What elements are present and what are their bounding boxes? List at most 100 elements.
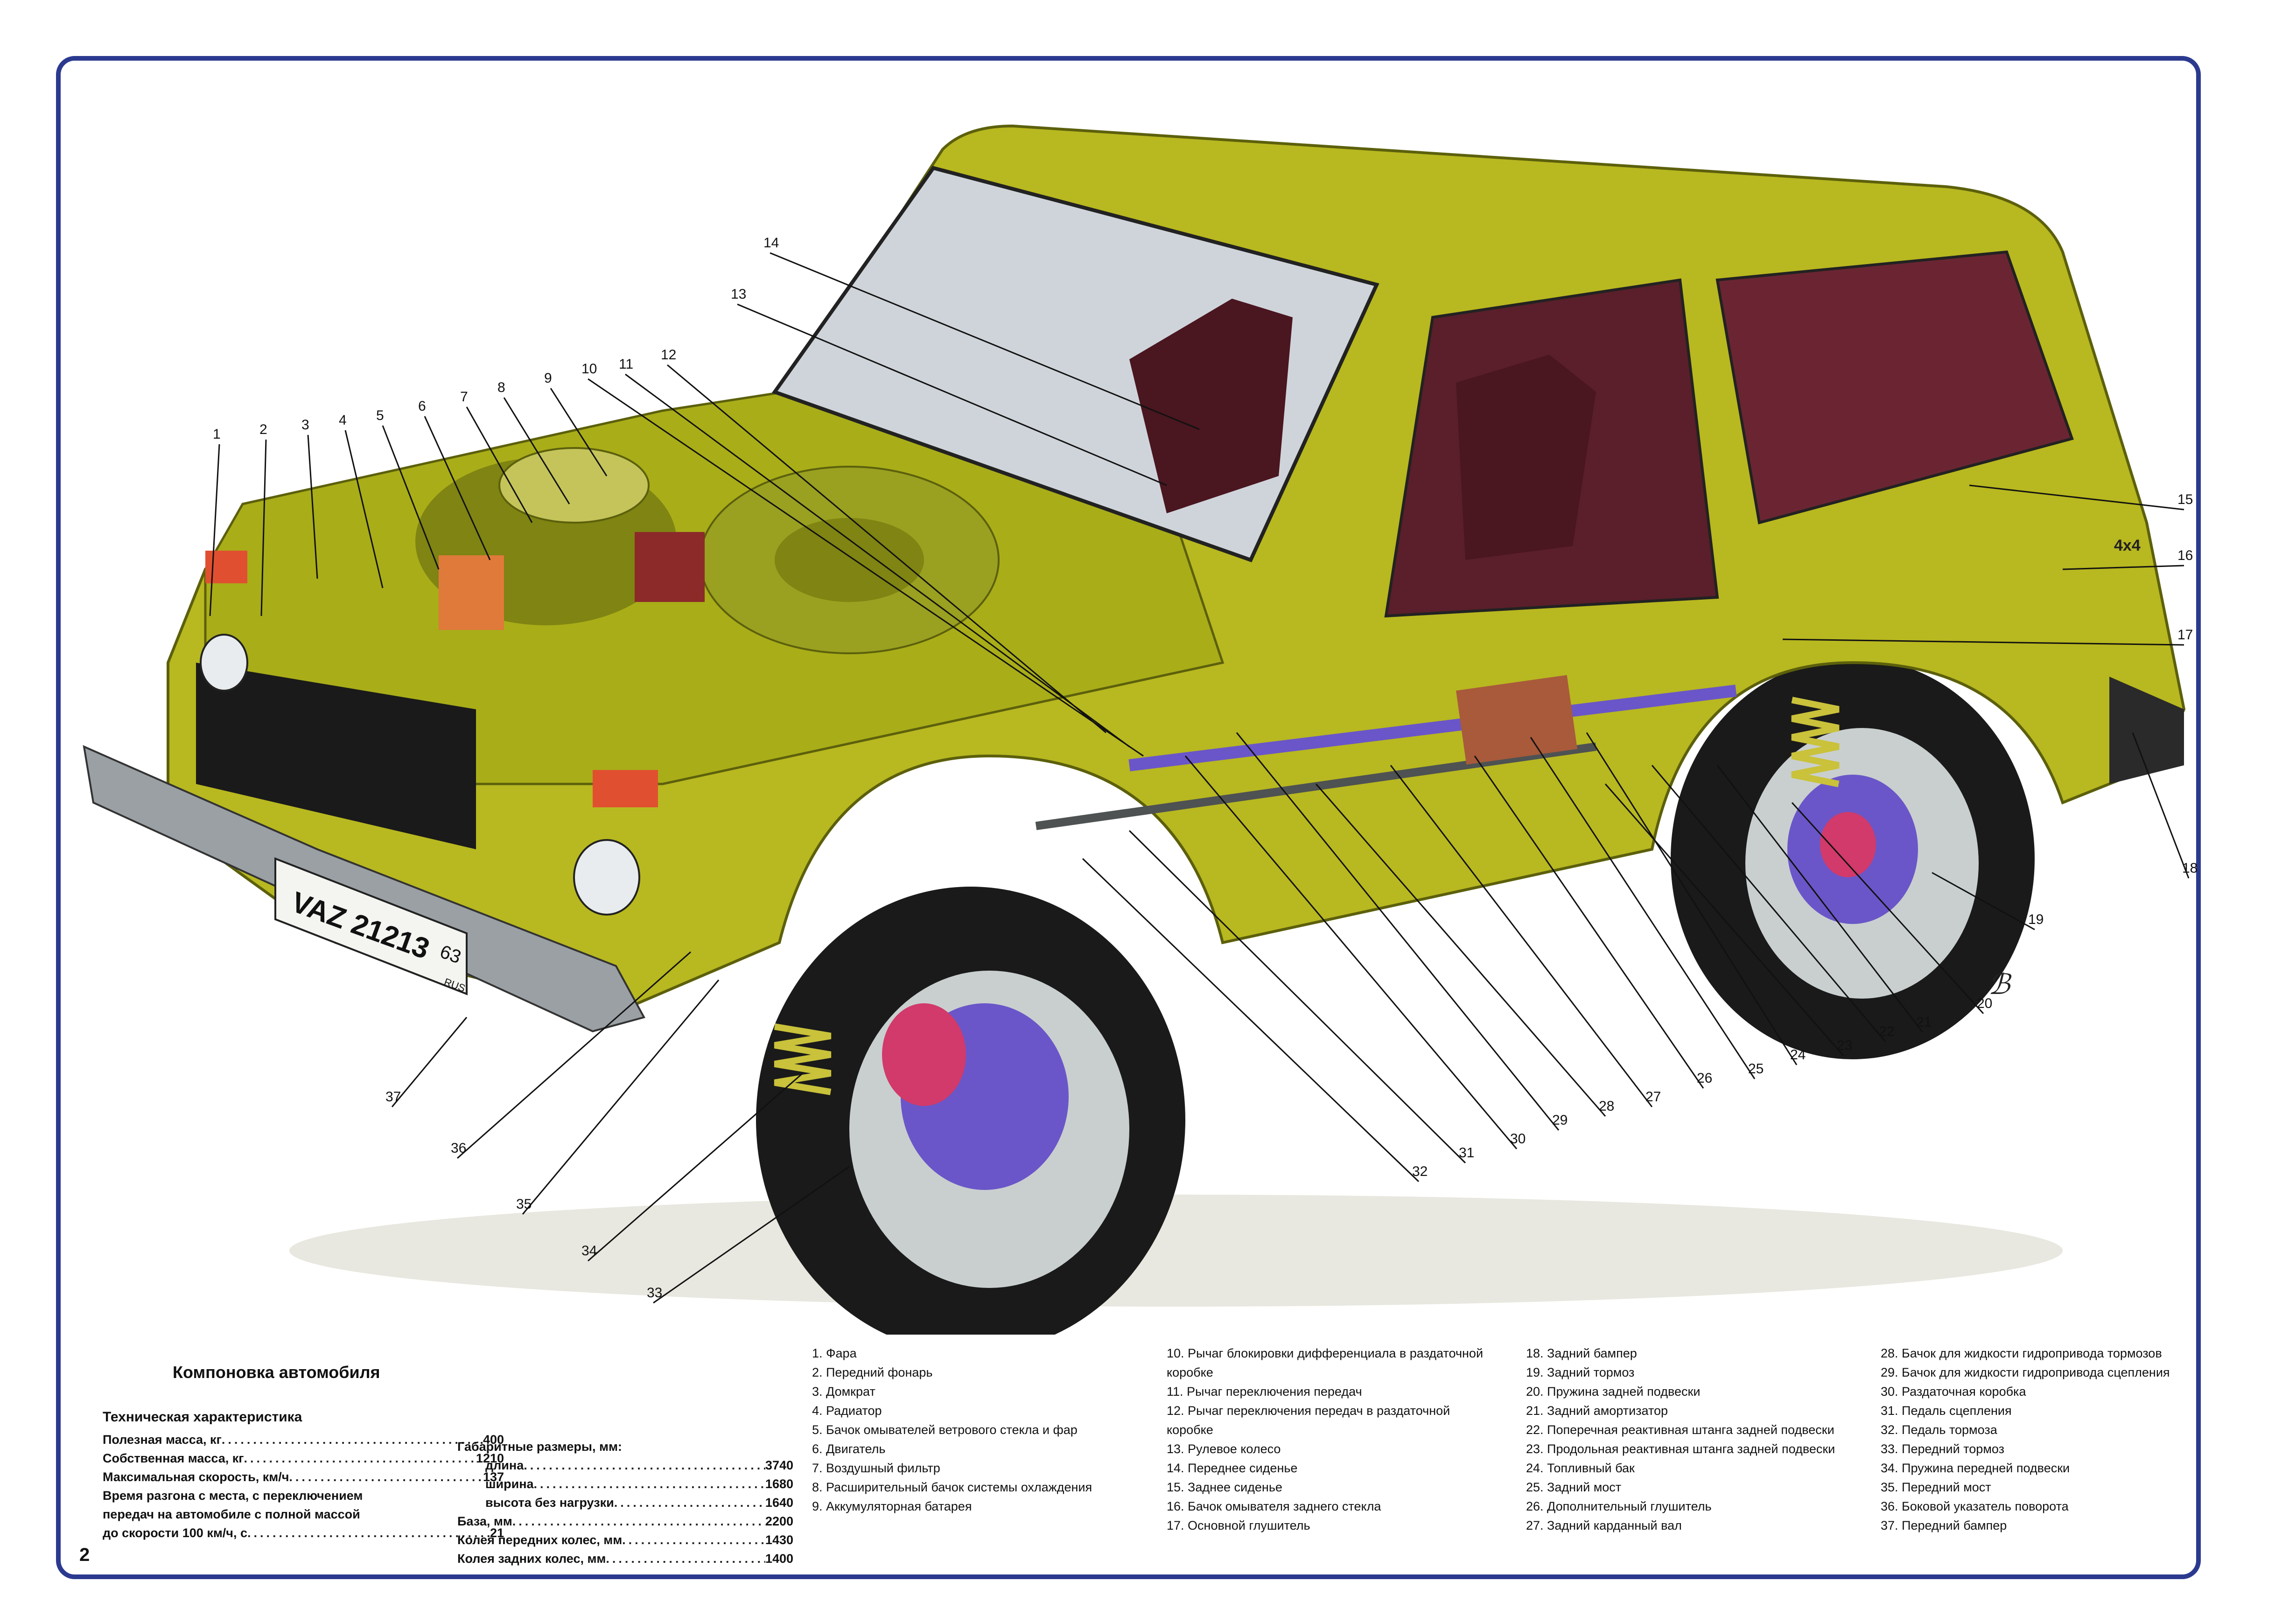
front-wheel — [756, 887, 1185, 1335]
callout-leader-30 — [1184, 756, 1518, 1149]
legend-item: 26. Дополнительный глушитель — [1526, 1499, 1712, 1513]
legend-item: 3. Домкрат — [812, 1385, 875, 1399]
callout-number-33: 33 — [647, 1285, 662, 1301]
legend-item: 37. Передний бампер — [1881, 1518, 2007, 1532]
legend-item: 7. Воздушный фильтр — [812, 1461, 940, 1475]
legend-item: 23. Продольная реактивная штанга задней … — [1526, 1442, 1835, 1456]
callout-number-27: 27 — [1645, 1089, 1661, 1105]
legend-item: 34. Пружина передней подвески — [1881, 1461, 2070, 1475]
callout-number-2: 2 — [259, 422, 267, 437]
callout-leader-23 — [1604, 784, 1844, 1056]
legend-item: 2. Передний фонарь — [812, 1365, 933, 1379]
rear-wheel — [1671, 658, 2035, 1059]
callout-number-4: 4 — [339, 413, 347, 428]
callout-leader-34 — [588, 1072, 803, 1262]
callout-number-8: 8 — [497, 380, 505, 395]
callout-leader-9 — [550, 388, 608, 476]
accel-line-1: Время разгона с места, с переключением — [103, 1489, 363, 1503]
spec-row: до скорости 100 км/ч, с21 — [103, 1524, 504, 1542]
callout-leader-11 — [625, 373, 1130, 748]
legend-item: 17. Основной глушитель — [1167, 1518, 1310, 1532]
callout-leader-5 — [382, 425, 440, 570]
callout-leader-33 — [653, 1166, 850, 1304]
callout-number-7: 7 — [460, 389, 468, 405]
headlight — [200, 634, 248, 692]
callout-number-17: 17 — [2177, 627, 2193, 643]
legend-item: 5. Бачок омывателей ветрового стекла и ф… — [812, 1423, 1078, 1437]
dims-heading: Габаритные размеры, мм: — [457, 1440, 622, 1454]
dim-row: длина3740 — [457, 1456, 793, 1475]
callout-number-1: 1 — [213, 427, 221, 442]
callout-leader-28 — [1315, 784, 1606, 1117]
callout-leader-1 — [209, 444, 220, 616]
spec-list-main: Полезная масса, кг400 Собственная масса,… — [103, 1430, 504, 1542]
caption-area: Компоновка автомобиля Техническая характ… — [70, 1344, 2189, 1568]
callout-leader-4 — [344, 430, 384, 588]
car-body: VAZ 21213 63 RUS 4x4 — [83, 124, 2186, 1033]
legend-item: 32. Педаль тормоза — [1881, 1423, 1997, 1437]
callout-leader-21 — [1716, 765, 1924, 1033]
callout-number-34: 34 — [581, 1243, 597, 1259]
callout-number-19: 19 — [2028, 912, 2044, 927]
legend-item: 9. Аккумуляторная батарея — [812, 1499, 972, 1513]
callout-number-23: 23 — [1837, 1038, 1852, 1053]
accel-line-2: передач на автомобиле с полной массой — [103, 1507, 360, 1521]
callout-number-11: 11 — [619, 357, 633, 372]
callout-number-18: 18 — [2182, 860, 2198, 876]
callout-number-16: 16 — [2177, 548, 2193, 563]
legend-item: 25. Задний мост — [1526, 1480, 1622, 1494]
callout-number-20: 20 — [1977, 996, 1992, 1011]
base-row: Колея передних колес, мм1430 — [457, 1531, 793, 1549]
page-number: 2 — [79, 1545, 90, 1565]
callout-leader-14 — [770, 252, 1200, 430]
callout-leader-24 — [1586, 732, 1798, 1065]
legend-item: 35. Передний мост — [1881, 1480, 1991, 1494]
legend-item: 16. Бачок омывателя заднего стекла — [1167, 1499, 1381, 1513]
callout-leader-35 — [522, 979, 720, 1215]
callout-leader-22 — [1651, 765, 1886, 1042]
callout-leader-7 — [466, 406, 533, 523]
legend-column-2: 10. Рычаг блокировки дифференциала в раз… — [1167, 1344, 1483, 1535]
base-row: Колея задних колес, мм1400 — [457, 1549, 793, 1568]
ground-shadow — [289, 1195, 2063, 1307]
legend-item: 31. Педаль сцепления — [1881, 1404, 2012, 1418]
callout-number-13: 13 — [731, 287, 746, 302]
callout-number-9: 9 — [544, 371, 552, 386]
legend-item: 19. Задний тормоз — [1526, 1365, 1635, 1379]
callout-number-28: 28 — [1599, 1098, 1614, 1114]
callout-leader-12 — [667, 364, 1106, 734]
legend-item: 11. Рычаг переключения передач — [1167, 1385, 1362, 1399]
legend-item: 12. Рычаг переключения передач в раздато… — [1167, 1404, 1450, 1418]
legend-item: 15. Заднее сиденье — [1167, 1480, 1282, 1494]
legend-item: коробке — [1167, 1365, 1213, 1379]
base-row: База, мм2200 — [457, 1512, 793, 1531]
callout-number-6: 6 — [418, 399, 426, 414]
callout-leader-19 — [1932, 872, 2035, 930]
callout-number-35: 35 — [516, 1196, 532, 1212]
callout-number-3: 3 — [301, 417, 309, 433]
legend-item: 30. Раздаточная коробка — [1881, 1385, 2026, 1399]
callout-leader-10 — [588, 378, 1144, 757]
callout-number-22: 22 — [1879, 1024, 1894, 1039]
legend-item: 10. Рычаг блокировки дифференциала в раз… — [1167, 1346, 1484, 1360]
callout-number-15: 15 — [2177, 492, 2193, 507]
legend-item: 28. Бачок для жидкости гидропривода торм… — [1881, 1346, 2162, 1360]
spec-list-dimensions: Габаритные размеры, мм: длина3740 ширина… — [457, 1414, 793, 1568]
legend-item: 24. Топливный бак — [1526, 1461, 1635, 1475]
callout-leader-32 — [1082, 858, 1420, 1182]
callout-leader-6 — [424, 416, 491, 560]
callout-number-29: 29 — [1552, 1112, 1568, 1128]
caption-title: Компоновка автомобиля — [173, 1363, 380, 1382]
callout-number-21: 21 — [1916, 1014, 1932, 1030]
legend-item: коробке — [1167, 1423, 1213, 1437]
callout-number-12: 12 — [661, 347, 676, 363]
callout-number-36: 36 — [451, 1140, 466, 1156]
callout-leader-31 — [1128, 830, 1466, 1164]
dim-row: ширина1680 — [457, 1475, 793, 1493]
callout-leader-3 — [307, 434, 318, 579]
callout-leader-15 — [1969, 484, 2184, 511]
spec-row: Полезная масса, кг400 — [103, 1430, 504, 1449]
